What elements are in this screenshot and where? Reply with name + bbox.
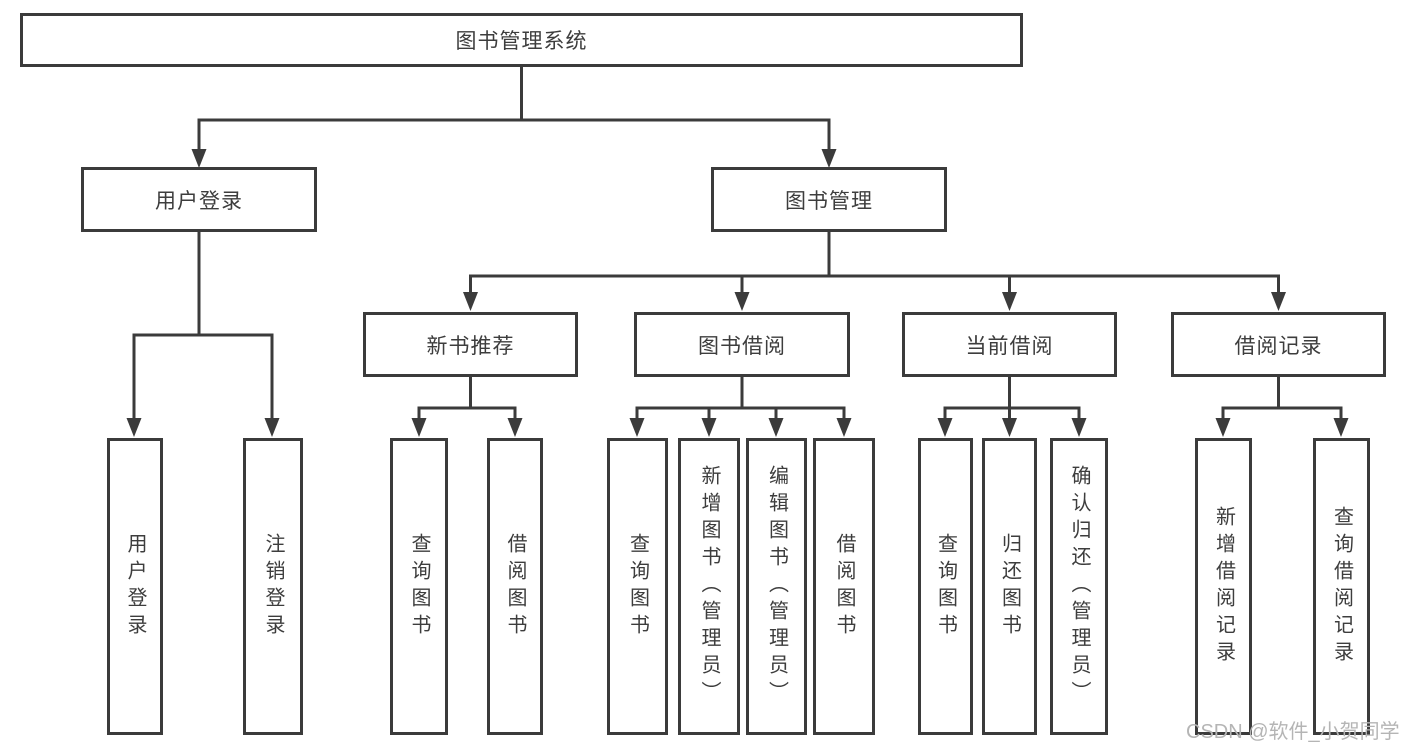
arrow-down-icon [821,149,837,168]
node-borrowing-records: 借阅记录 [1171,312,1386,377]
arrow-down-icon [1271,292,1286,311]
node-return-books: 归还图书 [982,438,1037,735]
node-label: 新书推荐 [426,334,515,358]
arrow-down-icon [507,418,523,437]
node-library-system: 图书管理系统 [20,13,1023,67]
arrow-down-icon [411,418,427,437]
connector-user-login [126,232,280,437]
node-borrow-books-recommend: 借阅图书 [487,438,543,735]
node-book-management: 图书管理 [711,167,947,232]
node-borrow-books: 借阅图书 [813,438,875,735]
arrow-down-icon [1215,418,1231,437]
node-label: 借阅图书 [833,532,855,641]
arrow-down-icon [1002,292,1017,311]
arrow-down-icon [1002,418,1017,437]
node-label: 用户登录 [124,532,146,641]
node-current-borrowing: 当前借阅 [902,312,1117,377]
arrow-down-icon [463,292,478,311]
node-label: 查询借阅记录 [1330,505,1353,668]
node-label: 查询图书 [934,532,957,641]
node-label: 图书管理 [785,189,873,213]
arrow-down-icon [937,418,953,437]
node-label: 新增借阅记录 [1212,505,1235,668]
arrow-down-icon [191,149,207,168]
arrow-down-icon [126,418,142,437]
node-label: 图书借阅 [698,334,786,358]
node-label: 借阅图书 [504,532,526,641]
arrow-down-icon [701,418,717,437]
arrow-down-icon [836,418,852,437]
node-query-books-current: 查询图书 [918,438,973,735]
node-label: 注销登录 [262,532,284,641]
node-query-books-recommend: 查询图书 [390,438,448,735]
node-user-login-group: 用户登录 [81,167,317,232]
node-query-borrow-record: 查询借阅记录 [1313,438,1370,735]
node-query-books-borrowing: 查询图书 [607,438,668,735]
node-add-book-admin: 新增图书（管理员） [678,438,740,735]
arrow-down-icon [1071,418,1087,437]
node-logout: 注销登录 [243,438,303,735]
node-book-borrowing: 图书借阅 [634,312,850,377]
connector-book-borrowing [629,377,852,437]
node-label: 借阅记录 [1234,334,1323,358]
connector-current-borrowing [937,377,1087,437]
arrow-down-icon [768,418,784,437]
node-label: 确认归还（管理员） [1068,465,1090,708]
arrow-down-icon [629,418,645,437]
node-label: 当前借阅 [965,334,1054,358]
node-add-borrow-record: 新增借阅记录 [1195,438,1252,735]
node-label: 归还图书 [998,532,1021,641]
arrow-down-icon [264,418,280,437]
arrow-down-icon [1333,418,1349,437]
node-label: 编辑图书（管理员） [765,465,788,708]
arrow-down-icon [734,292,750,311]
node-label: 图书管理系统 [455,30,588,53]
connector-borrowing-records [1215,377,1349,437]
node-label: 新增图书（管理员） [698,465,720,708]
node-new-book-recommend: 新书推荐 [363,312,578,377]
connector-root [191,67,837,168]
node-label: 查询图书 [408,532,430,641]
node-label: 用户登录 [155,189,243,213]
connector-book-management [463,232,1286,311]
watermark: CSDN @软件_小贺同学 [1186,721,1400,743]
node-confirm-return-admin: 确认归还（管理员） [1050,438,1108,735]
node-edit-book-admin: 编辑图书（管理员） [746,438,807,735]
connector-new-book-recommend [411,377,523,437]
node-user-login: 用户登录 [107,438,163,735]
node-label: 查询图书 [626,532,649,641]
